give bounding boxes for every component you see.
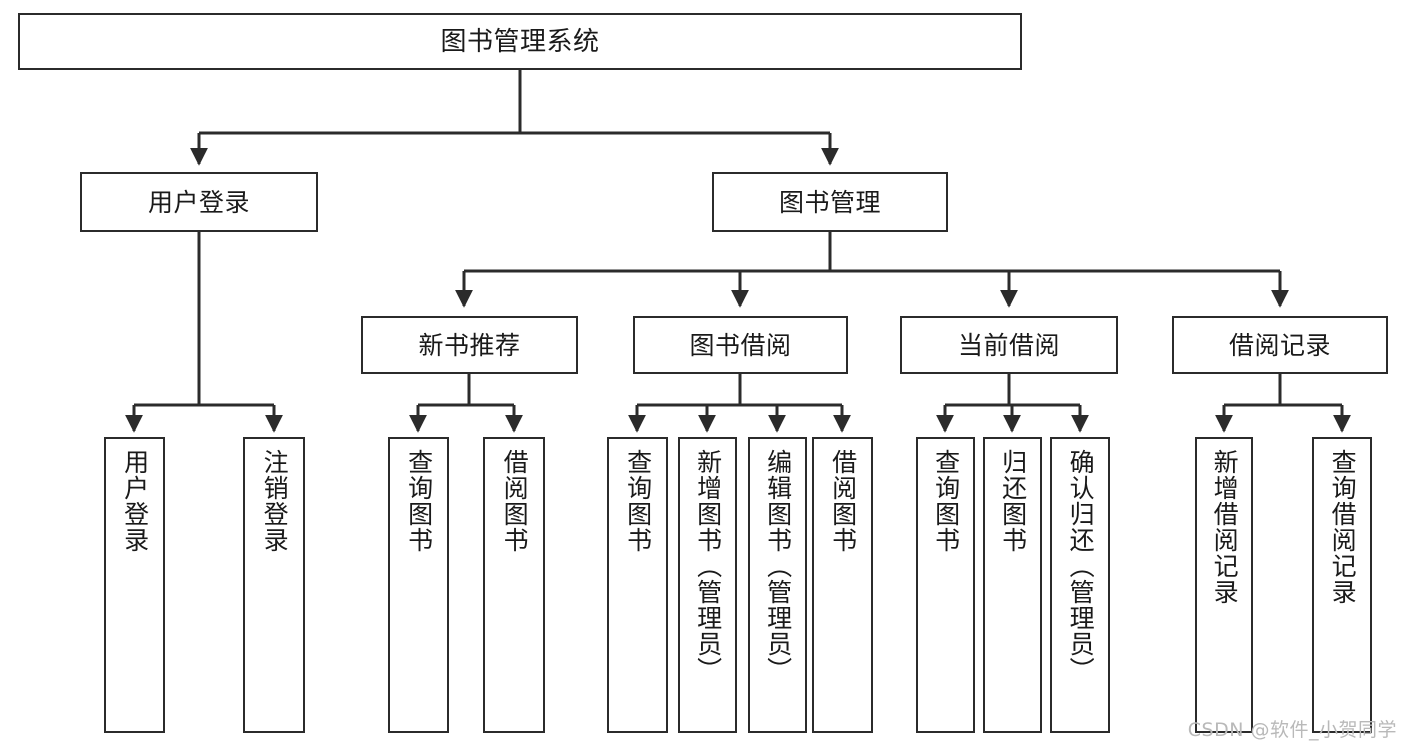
watermark: CSDN @软件_小贺同学 [1187,719,1397,741]
leaf-new-book-query-book[interactable]: 查询图书 [388,437,449,733]
node-label: 用户登录 [147,187,250,217]
node-label: 确认归还（管理员） [1066,449,1096,683]
leaf-new-book-borrow-book[interactable]: 借阅图书 [483,437,545,733]
node-label: 归还图书 [998,449,1028,553]
leaf-current-borrow-query-book[interactable]: 查询图书 [916,437,975,733]
node-label: 图书借阅 [689,330,792,360]
node-label: 查询图书 [623,449,653,553]
node-label: 借阅图书 [500,449,530,553]
leaf-user-login-login[interactable]: 用户登录 [104,437,165,733]
node-new-book-recommend[interactable]: 新书推荐 [361,316,578,374]
leaf-borrow-record-add-record[interactable]: 新增借阅记录 [1195,437,1253,733]
node-book-management[interactable]: 图书管理 [712,172,948,232]
node-label: 借阅图书 [828,449,858,553]
node-current-borrow[interactable]: 当前借阅 [900,316,1118,374]
leaf-user-login-logout[interactable]: 注销登录 [243,437,305,733]
leaf-book-borrow-query-book[interactable]: 查询图书 [607,437,668,733]
node-label: 新增图书（管理员） [693,449,723,683]
leaf-book-borrow-add-book-admin[interactable]: 新增图书（管理员） [678,437,737,733]
node-label: 图书管理系统 [440,26,600,57]
node-label: 借阅记录 [1228,330,1331,360]
node-label: 编辑图书（管理员） [763,449,793,683]
node-label: 注销登录 [260,449,290,553]
leaf-borrow-record-query-record[interactable]: 查询借阅记录 [1312,437,1372,733]
leaf-book-borrow-edit-book-admin[interactable]: 编辑图书（管理员） [748,437,807,733]
node-root-book-management-system[interactable]: 图书管理系统 [18,13,1022,70]
node-label: 查询借阅记录 [1328,449,1358,605]
node-label: 新增借阅记录 [1210,449,1240,605]
node-label: 当前借阅 [957,330,1060,360]
leaf-book-borrow-borrow-book[interactable]: 借阅图书 [812,437,873,733]
leaf-current-borrow-return-book[interactable]: 归还图书 [983,437,1042,733]
node-label: 新书推荐 [418,330,521,360]
node-label: 查询图书 [931,449,961,553]
node-label: 查询图书 [404,449,434,553]
leaf-current-borrow-confirm-return-admin[interactable]: 确认归还（管理员） [1050,437,1110,733]
node-label: 用户登录 [120,449,150,553]
node-book-borrow[interactable]: 图书借阅 [633,316,848,374]
node-borrow-record[interactable]: 借阅记录 [1172,316,1388,374]
node-user-login[interactable]: 用户登录 [80,172,318,232]
node-label: 图书管理 [778,187,881,217]
